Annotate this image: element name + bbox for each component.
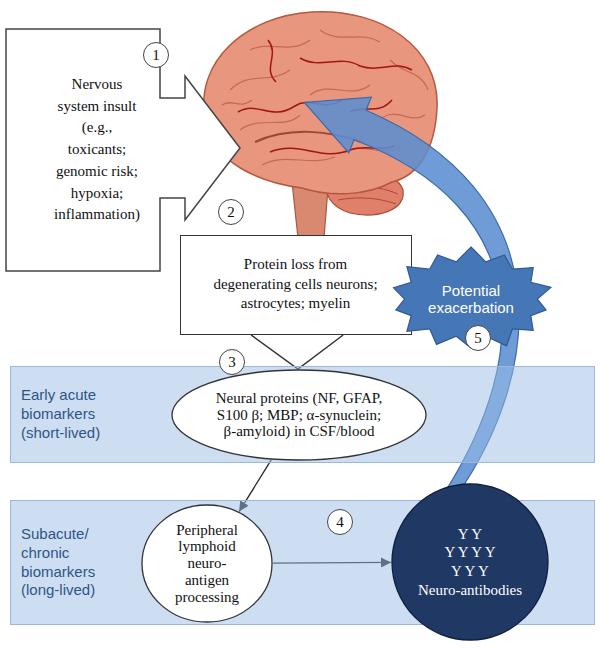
callout-circle: 4 xyxy=(327,509,353,535)
callout-number: 1 xyxy=(152,48,160,63)
callout-number: 5 xyxy=(474,331,482,346)
node-text: Peripheral lymphoid neuro-antigen proces… xyxy=(167,522,247,606)
biomarker-band: Early acute biomarkers (short-lived) Neur… xyxy=(10,366,595,463)
antibody-circle: Y YY Y Y YY Y YNeuro-antibodies xyxy=(391,483,549,641)
protein-ellipse: Neural proteins (NF, GFAP, S100 β; MBP; … xyxy=(171,369,427,461)
ellipse-outline xyxy=(142,505,272,622)
callout-circle: 2 xyxy=(218,199,244,225)
callout-circle: 1 xyxy=(143,42,169,68)
antibody-text: Neuro-antibodies xyxy=(410,581,530,600)
circle-outline xyxy=(392,484,548,640)
star-text: Potential exacerbation xyxy=(416,282,526,317)
callout-circle: 5 xyxy=(465,325,491,351)
callout-number: 2 xyxy=(227,205,235,220)
ellipse-outline xyxy=(172,370,426,460)
process-box: Protein loss from degenerating cells neu… xyxy=(180,235,412,335)
node-text: Protein loss from degenerating cells neu… xyxy=(207,255,385,314)
callout-number: 3 xyxy=(228,355,236,370)
connector xyxy=(251,335,343,369)
node-text: Nervous system insult (e.g., toxicants; … xyxy=(51,74,143,226)
node-text: Neural proteins (NF, GFAP, S100 β; MBP; … xyxy=(214,390,384,440)
antibody-text: Y Y Y xyxy=(410,562,530,581)
brain xyxy=(204,12,437,241)
antibody-text: Y Y xyxy=(410,525,530,544)
band-heading: Early acute biomarkers (short-lived) xyxy=(21,386,133,442)
callout-number: 4 xyxy=(336,515,344,530)
node-outline xyxy=(391,483,549,641)
band-heading: Subacute/ chronic biomarkers (long-lived… xyxy=(21,525,133,600)
biomarker-band: Subacute/ chronic biomarkers (long-lived… xyxy=(10,500,595,625)
callout-circle: 3 xyxy=(219,349,245,375)
antibody-text: Y Y Y Y xyxy=(410,543,530,562)
processing-ellipse: Peripheral lymphoid neuro-antigen proces… xyxy=(141,504,273,623)
